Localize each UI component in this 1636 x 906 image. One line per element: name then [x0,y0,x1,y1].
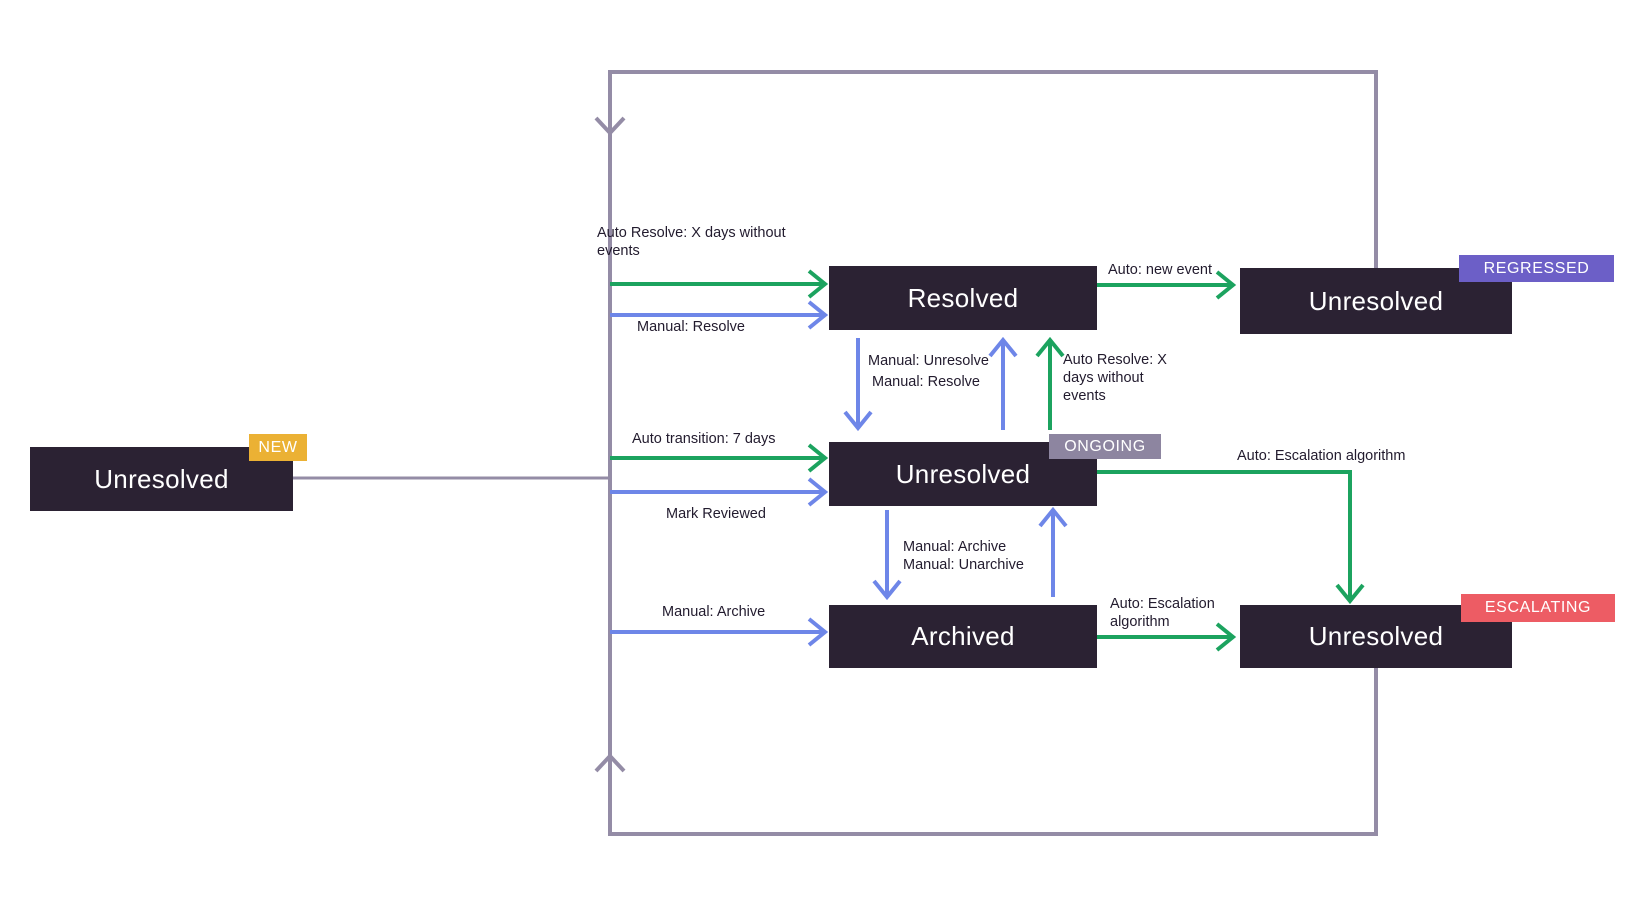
label-manual-archive-left: Manual: Archive [662,604,766,620]
label-auto-escalation-top: Auto: Escalation algorithm [1237,448,1406,464]
arrow-auto-escalation-from-archived [1097,622,1237,652]
status-badge-ongoing: ONGOING [1049,434,1161,459]
label-manual-unarchive-mid: Manual: Unarchive [903,557,1024,573]
arrow-manual-unarchive-up [1038,506,1068,597]
label-mark-reviewed: Mark Reviewed [666,506,766,522]
arrow-manual-resolve-up [988,336,1018,430]
status-badge-escalating: ESCALATING [1461,594,1615,622]
state-box-archived: Archived [829,605,1097,668]
arrow-auto-resolve-ongoing-to-resolved [1035,336,1065,430]
arrow-auto-resolve-to-resolved [610,269,829,299]
badge-label: ONGOING [1064,437,1146,455]
state-box-escalating-unresolved: Unresolved [1240,605,1512,668]
arrow-manual-unresolve-down [843,338,873,432]
label-auto-resolve-to-resolved: Auto Resolve: X days without events [597,225,786,259]
arrow-auto-escalation-from-ongoing [1097,470,1365,605]
state-label: Resolved [907,282,1019,313]
state-box-ongoing-unresolved: Unresolved [829,442,1097,506]
arrow-auto-new-event [1097,270,1237,300]
label-auto-new-event: Auto: new event [1108,262,1212,278]
arrow-manual-archive-down [872,510,902,601]
badge-label: ESCALATING [1484,599,1592,616]
arrow-auto-transition-7-days [610,443,829,473]
arrow-manual-archive-left [610,617,829,647]
loop-up-arrowhead [594,753,626,773]
status-badge-regressed: REGRESSED [1459,255,1614,282]
loop-down-arrowhead [594,116,626,136]
state-label: Archived [911,621,1015,651]
label-manual-unresolve: Manual: Unresolve [868,353,989,369]
arrow-manual-resolve-to-resolved [610,300,829,330]
label-auto-escalation-bottom: Auto: Escalation algorithm [1110,596,1215,630]
state-label: Unresolved [1308,621,1444,651]
state-label: Unresolved [94,463,229,494]
label-manual-archive-mid: Manual: Archive [903,539,1007,555]
badge-label: REGRESSED [1483,259,1590,277]
label-manual-resolve-to-resolved: Manual: Resolve [637,319,745,335]
state-label: Unresolved [1308,285,1444,316]
status-badge-new: NEW [249,434,307,461]
label-manual-resolve-mid: Manual: Resolve [872,374,980,390]
label-auto-resolve-right: Auto Resolve: X days without events [1063,352,1167,404]
badge-label: NEW [258,438,298,456]
state-box-resolved: Resolved [829,266,1097,330]
loop-line [594,70,1378,836]
arrow-mark-reviewed [610,477,829,507]
label-auto-transition-7-days: Auto transition: 7 days [632,431,776,447]
state-label: Unresolved [895,458,1031,489]
